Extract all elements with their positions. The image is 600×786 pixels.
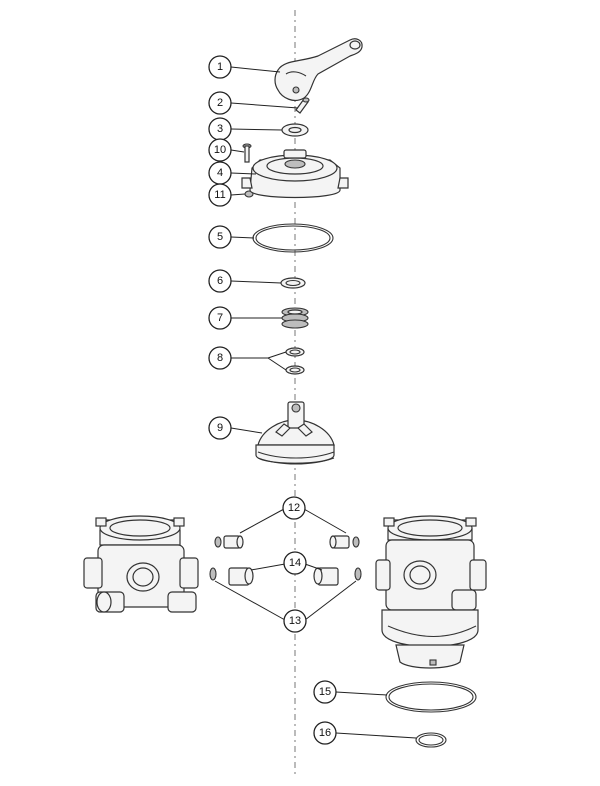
callout-5: 5	[208, 225, 232, 249]
svg-text:5: 5	[217, 231, 223, 243]
leader-lines	[214, 66, 417, 739]
part-valve-cover	[241, 149, 349, 199]
callout-10: 10	[208, 138, 232, 162]
part-o-ring	[280, 277, 306, 289]
callout-11: 11	[208, 183, 232, 207]
part-valve-body-left	[83, 515, 199, 613]
callout-13: 13	[283, 609, 307, 633]
svg-text:13: 13	[289, 615, 301, 627]
svg-text:11: 11	[214, 189, 225, 201]
svg-text:8: 8	[217, 352, 223, 364]
callout-7: 7	[208, 306, 232, 330]
svg-text:4: 4	[217, 167, 223, 179]
callout-14: 14	[283, 551, 307, 575]
callout-8: 8	[208, 346, 232, 370]
callout-12: 12	[282, 496, 306, 520]
callout-2: 2	[208, 91, 232, 115]
callout-9: 9	[208, 416, 232, 440]
part-spring	[281, 307, 309, 329]
callout-16: 16	[313, 721, 337, 745]
part-couplings	[228, 567, 339, 586]
part-large-o-ring	[252, 223, 334, 253]
svg-text:7: 7	[217, 312, 223, 324]
callout-1: 1	[208, 55, 232, 79]
svg-text:9: 9	[217, 422, 223, 434]
part-pin	[295, 97, 310, 114]
callout-3: 3	[208, 117, 232, 141]
part-tank-o-ring	[385, 681, 477, 713]
part-coupling-o-rings	[209, 567, 362, 581]
callout-6: 6	[208, 269, 232, 293]
svg-text:1: 1	[217, 61, 223, 73]
part-handle	[274, 38, 363, 102]
svg-text:12: 12	[288, 502, 300, 514]
svg-text:15: 15	[319, 686, 331, 698]
svg-text:10: 10	[214, 144, 226, 156]
part-rotor	[255, 401, 335, 465]
part-washer	[281, 123, 309, 137]
part-screw	[242, 143, 252, 163]
part-small-o-rings	[285, 347, 305, 375]
part-valve-body-right	[375, 515, 487, 669]
callout-4: 4	[208, 161, 232, 185]
part-bottom-o-ring	[415, 732, 447, 748]
svg-text:3: 3	[217, 123, 223, 135]
svg-text:2: 2	[217, 97, 223, 109]
part-fittings	[214, 535, 360, 549]
svg-text:6: 6	[217, 275, 223, 287]
callout-15: 15	[313, 680, 337, 704]
svg-text:14: 14	[289, 557, 301, 569]
svg-text:16: 16	[319, 727, 331, 739]
